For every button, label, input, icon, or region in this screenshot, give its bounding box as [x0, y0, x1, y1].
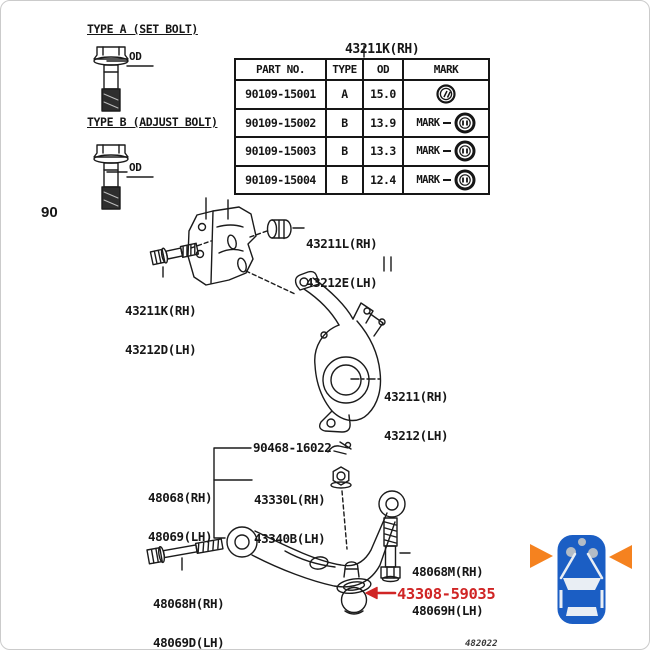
steering-knuckle-drawing [294, 256, 392, 433]
arm-front-bolt-callout[interactable]: 48068H(RH) 48069D(LH) [153, 571, 225, 650]
mark-cell: MARK [402, 109, 488, 136]
clip-callout[interactable]: 90468-16022 [253, 440, 332, 455]
type-cell: B [325, 109, 362, 136]
page-ref-label: 90 [41, 204, 58, 221]
callout-line2: 48069H(LH) [412, 603, 484, 618]
knuckle-bolt-drawing [149, 242, 200, 266]
shock-bracket-drawing [187, 197, 257, 286]
part-no-cell: 90109-15004 [245, 172, 316, 187]
table-header-row: PART NO. TYPE OD MARK [236, 60, 488, 79]
type-a-bolt-drawing [93, 46, 154, 112]
clip-icon [327, 441, 352, 455]
type-cell: A [325, 81, 362, 108]
col-header-mark: MARK [402, 60, 488, 79]
callout-line2: 48069D(LH) [153, 635, 225, 650]
col-header-od: OD [362, 60, 402, 79]
type-b-legend-title: TYPE B (ADJUST BOLT) [87, 115, 218, 129]
front-left-arrow-icon [530, 544, 553, 568]
type-a-od-label: OD [129, 50, 142, 63]
highlight-arrow [365, 586, 397, 600]
mark-cell: MARK [402, 138, 488, 165]
od-cell: 12.4 [362, 166, 402, 193]
mark-cell [402, 81, 488, 108]
callout-line1: 43211L(RH) [306, 236, 378, 251]
knuckle-bolt-dashed-line [190, 240, 212, 249]
ball-joint-bolt-callout[interactable]: 48068M(RH) 48069H(LH) [412, 539, 484, 643]
bolt-head-mark-icon [454, 169, 476, 191]
nut-dashed-line [341, 490, 348, 550]
type-b-od-label: OD [129, 161, 142, 174]
bracket-knuckle-dashed-line [245, 270, 296, 295]
od-cell: 13.3 [362, 138, 402, 165]
callout-line1: 48068H(RH) [153, 596, 225, 611]
callout-line2: 43212E(LH) [306, 275, 378, 290]
col-header-part-no: PART NO. [256, 63, 305, 76]
adjust-cam-dashed-line [249, 230, 268, 238]
od-cell: 13.9 [362, 109, 402, 136]
type-cell: B [325, 138, 362, 165]
control-arm-drawing [226, 490, 406, 588]
callout-line2: 43212D(LH) [125, 342, 197, 357]
double-circle-slash-mark-icon [436, 84, 456, 104]
callout-line1: 43211(RH) [384, 389, 449, 404]
bolt-spec-table: PART NO. TYPE OD MARK 90109-15001 A 15.0… [234, 58, 490, 195]
lower-arm-callout[interactable]: 48068(RH) 48069(LH) [148, 465, 213, 569]
mark-label: MARK [416, 116, 440, 129]
type-b-bolt-drawing [93, 144, 154, 210]
callout-line2: 48069(LH) [148, 529, 213, 544]
car-location-icon [530, 535, 632, 624]
part-no-cell: 90109-15001 [245, 87, 316, 102]
adjust-cam-callout[interactable]: 43211L(RH) 43212E(LH) [306, 211, 378, 315]
callout-line2: 43212(LH) [384, 428, 449, 443]
arm-shaft-nut-callout[interactable]: 43330L(RH) 43340B(LH) [254, 467, 326, 571]
table-callout-line1: 43211K(RH) [345, 42, 420, 57]
arm-front-bolt-drawing [146, 538, 224, 565]
ball-joint-highlighted-callout[interactable]: 43308-59035 [397, 585, 496, 603]
nut-icon [330, 466, 352, 489]
type-cell: B [325, 166, 362, 193]
knuckle-callout[interactable]: 43211(RH) 43212(LH) [384, 364, 449, 468]
callout-line1: 43330L(RH) [254, 492, 326, 507]
ball-joint-bolt-drawing [380, 517, 401, 583]
callout-line1: 48068(RH) [148, 490, 213, 505]
type-a-legend-title: TYPE A (SET BOLT) [87, 22, 198, 36]
table-row[interactable]: 90109-15002 B 13.9 MARK [236, 107, 488, 136]
lower-callout-lines [181, 447, 411, 571]
front-right-arrow-icon [609, 545, 632, 569]
col-header-type: TYPE [325, 60, 362, 79]
table-row[interactable]: 90109-15003 B 13.3 MARK [236, 136, 488, 165]
mark-leader-line [442, 178, 451, 181]
part-no-cell: 90109-15003 [245, 144, 316, 159]
adjust-cam-drawing [266, 219, 292, 240]
mark-label: MARK [416, 173, 440, 186]
table-row[interactable]: 90109-15001 A 15.0 [236, 79, 488, 108]
bolt-head-mark-icon [454, 112, 476, 134]
mark-label: MARK [416, 145, 440, 158]
drawing-code: 482022 [465, 639, 498, 649]
ball-joint-drawing [336, 561, 372, 615]
callout-line2: 43340B(LH) [254, 531, 326, 546]
mark-cell: MARK [402, 166, 488, 193]
knuckle-bolt-callout[interactable]: 43211K(RH) 43212D(LH) [125, 278, 197, 382]
table-row[interactable]: 90109-15004 B 12.4 MARK [236, 164, 488, 193]
mark-leader-line [442, 121, 451, 124]
bolt-head-mark-icon [454, 140, 476, 162]
callout-line1: 48068M(RH) [412, 564, 484, 579]
part-no-cell: 90109-15002 [245, 115, 316, 130]
mark-leader-line [442, 150, 451, 153]
od-cell: 15.0 [362, 81, 402, 108]
callout-line1: 43211K(RH) [125, 303, 197, 318]
